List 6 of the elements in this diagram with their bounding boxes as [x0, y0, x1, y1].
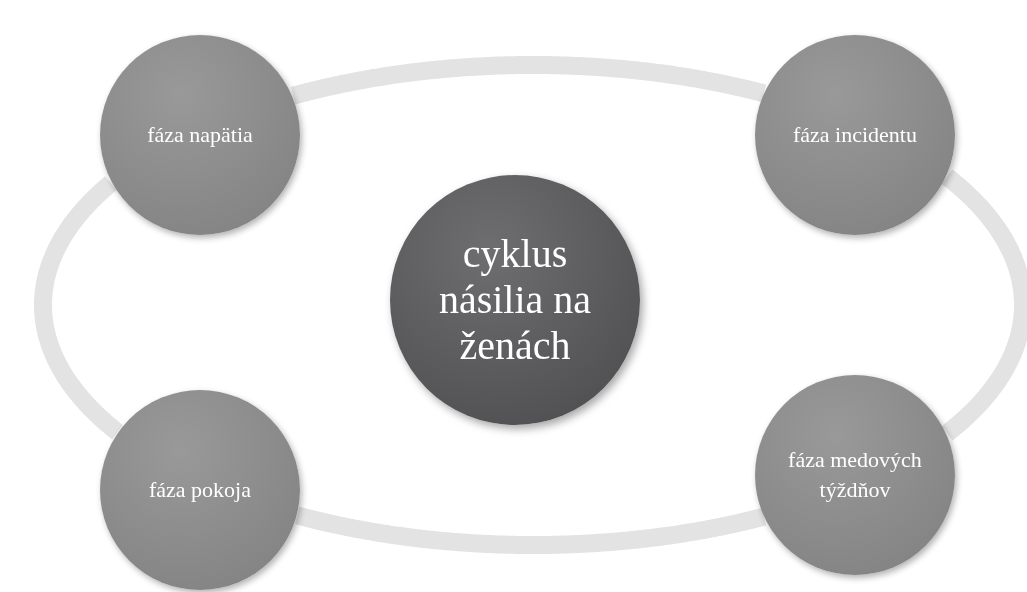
phase-label: fáza napätia [146, 121, 254, 149]
phase-label: fáza medových týždňov [787, 446, 923, 504]
phase-label: fáza incidentu [792, 121, 918, 149]
phase-label: fáza pokoja [148, 476, 252, 504]
center-title: cyklus násilia na ženách [437, 231, 593, 369]
ring-segment [939, 168, 1027, 442]
